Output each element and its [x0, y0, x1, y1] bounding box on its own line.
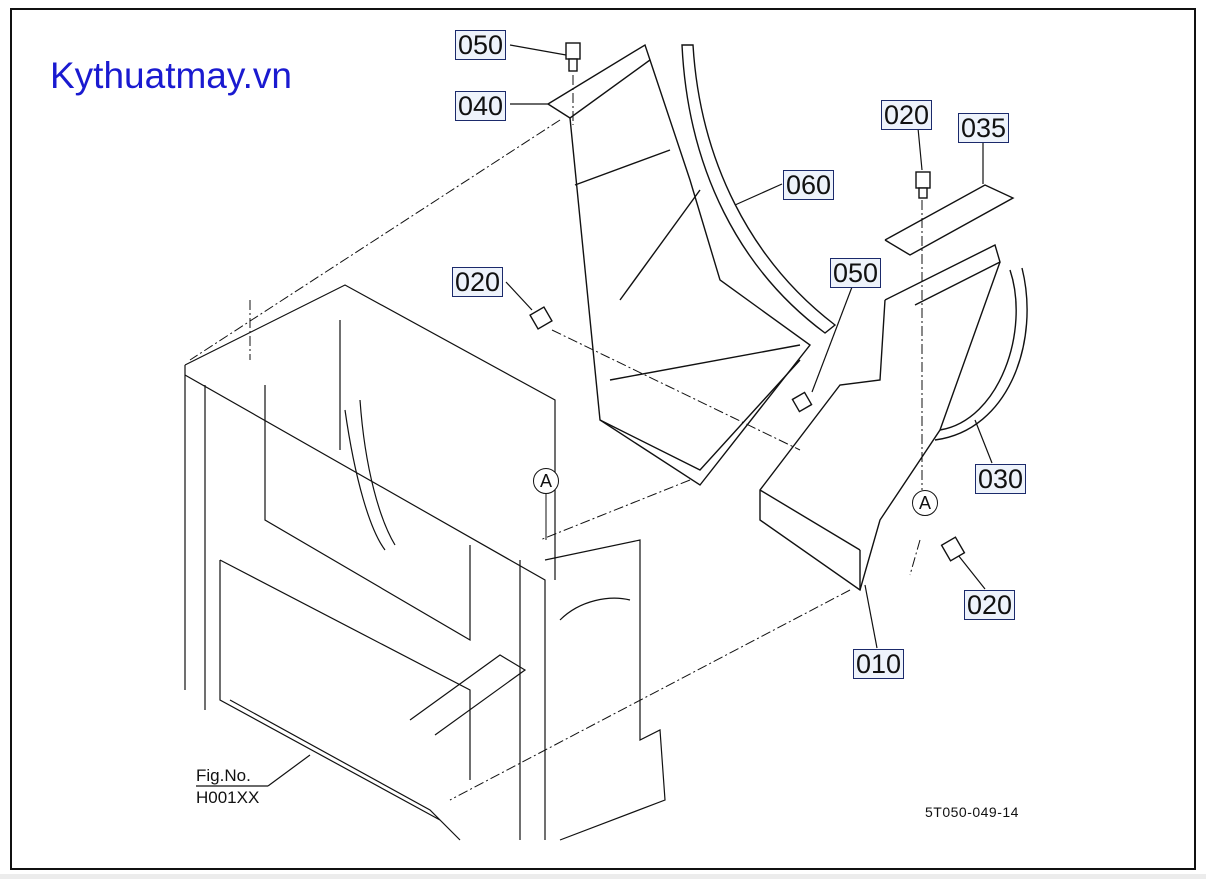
callout-035-bracket[interactable]: 035: [958, 113, 1010, 143]
part-035-bracket: [884, 184, 1015, 256]
watermark: Kythuatmay.vn: [50, 55, 292, 96]
figure-reference[interactable]: Fig.No. H001XX: [196, 765, 259, 809]
callout-020-bolt[interactable]: 020: [452, 267, 504, 297]
drawing-frame: [10, 8, 1196, 870]
figure-number: H001XX: [196, 788, 260, 807]
machine-frame: [184, 284, 666, 841]
callout-020-bolt[interactable]: 020: [964, 590, 1016, 620]
callout-050-bolt[interactable]: 050: [830, 258, 882, 288]
part-010-duct: [759, 243, 1028, 592]
part-040-duct: [547, 43, 812, 486]
callout-030-cover[interactable]: 030: [975, 464, 1027, 494]
callout-010-duct[interactable]: 010: [853, 649, 905, 679]
callout-050-bolt[interactable]: 050: [455, 30, 507, 60]
view-marker-a: A: [533, 468, 559, 494]
callout-040-duct[interactable]: 040: [455, 91, 507, 121]
callout-060-plate[interactable]: 060: [783, 170, 835, 200]
frame-shadow: [0, 874, 1206, 879]
figure-label: Fig.No.: [196, 766, 251, 785]
callout-020-bolt[interactable]: 020: [881, 100, 933, 130]
view-marker-a: A: [912, 490, 938, 516]
leader-lines: [196, 44, 993, 787]
bolt-icons: [529, 42, 966, 562]
drawing-code: 5T050-049-14: [925, 804, 1019, 820]
part-060-curved-plate: [681, 44, 837, 334]
